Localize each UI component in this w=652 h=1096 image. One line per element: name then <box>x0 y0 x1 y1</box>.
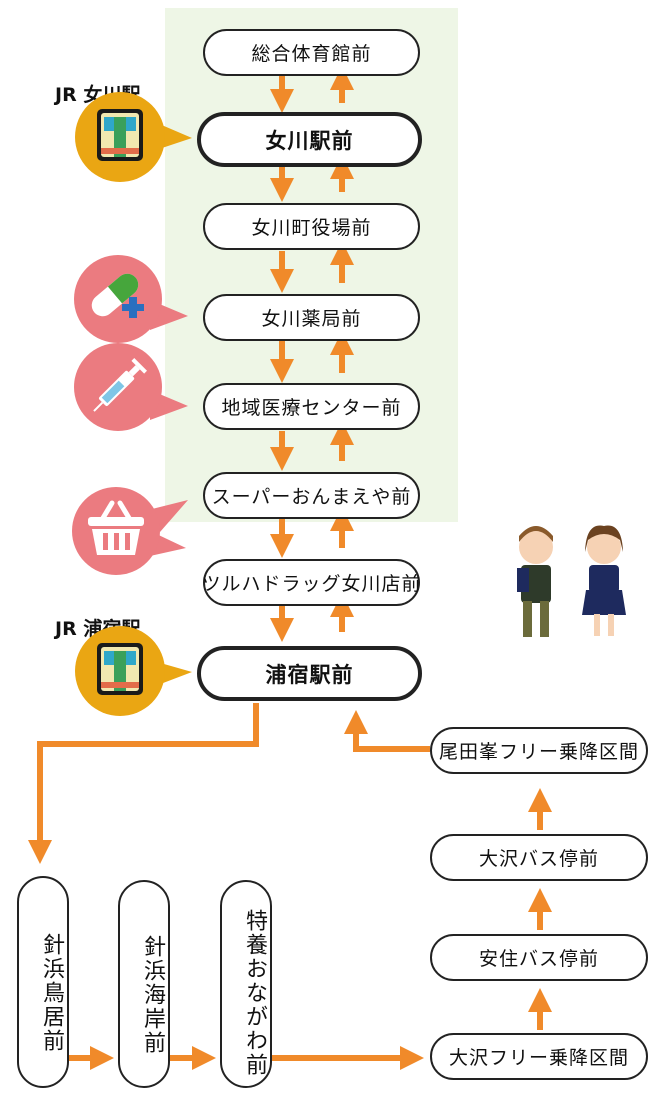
basket-icon <box>72 487 188 575</box>
stop-medical-center: 地域医療センター前 <box>203 383 420 430</box>
stop-harihama-torii: 針浜鳥居前 <box>17 876 69 1088</box>
free-zone-background <box>165 8 458 522</box>
stop-odamine-free-zone: 尾田峯フリー乗降区間 <box>430 727 648 774</box>
stop-sogo-taiikukan: 総合体育館前 <box>203 29 420 76</box>
stop-osawa-free-zone: 大沢フリー乗降区間 <box>430 1033 648 1080</box>
stop-onagawa-station: 女川駅前 <box>197 112 422 167</box>
stop-supermarket: スーパーおんまえや前 <box>203 472 420 519</box>
stop-osawa-bus-stop: 大沢バス停前 <box>430 834 648 881</box>
train-icon <box>75 626 192 716</box>
stop-harihama-kaigan: 針浜海岸前 <box>118 880 170 1088</box>
stop-urashuku-station: 浦宿駅前 <box>197 646 422 701</box>
students-illustration <box>517 525 626 637</box>
arrow-to-urashuku <box>344 710 430 752</box>
capsule-icon <box>74 255 188 343</box>
stop-tsuruha-drug: ツルハドラッグ女川店前 <box>202 559 421 606</box>
stop-onagawa-pharmacy: 女川薬局前 <box>203 294 420 341</box>
syringe-icon <box>74 343 188 431</box>
stop-onagawa-town-hall: 女川町役場前 <box>203 203 420 250</box>
stop-tokuyo-onagawa: 特養おながわ前 <box>220 880 272 1088</box>
arrow-to-harihama-torii <box>28 703 259 864</box>
stop-azumi-bus-stop: 安住バス停前 <box>430 934 648 981</box>
train-icon <box>75 92 192 182</box>
